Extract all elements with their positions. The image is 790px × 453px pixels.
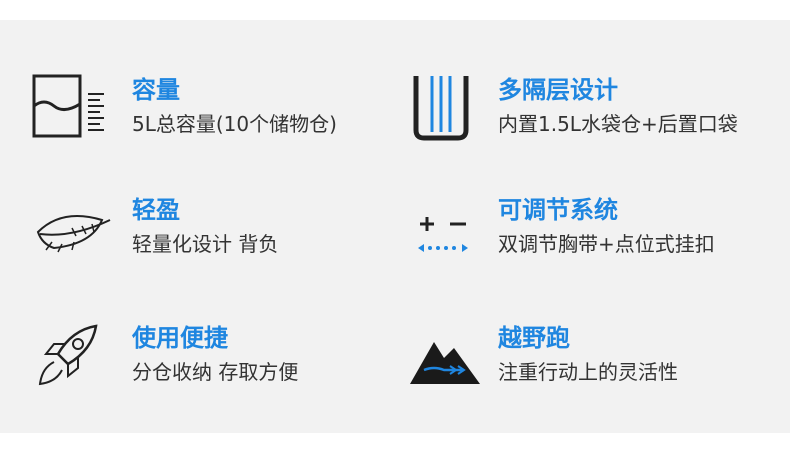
feature-convenience: 使用便捷 分仓收纳 存取方便 bbox=[32, 322, 392, 392]
features-panel: 容量 5L总容量(10个储物仓) 多隔层设计 内置1.5L水袋仓+后置口袋 轻盈 bbox=[0, 20, 790, 433]
capacity-icon bbox=[32, 74, 122, 144]
feature-description: 轻量化设计 背负 bbox=[132, 232, 279, 256]
feature-description: 分仓收纳 存取方便 bbox=[132, 360, 299, 384]
feature-trail-running: 越野跑 注重行动上的灵活性 bbox=[398, 322, 758, 392]
feature-title: 轻盈 bbox=[132, 196, 180, 224]
feather-icon bbox=[32, 194, 122, 264]
feature-description: 5L总容量(10个储物仓) bbox=[132, 112, 337, 136]
feature-description: 双调节胸带+点位式挂扣 bbox=[498, 232, 715, 256]
feature-title: 可调节系统 bbox=[498, 196, 618, 224]
compartments-icon bbox=[398, 74, 488, 144]
feature-title: 容量 bbox=[132, 76, 180, 104]
feature-title: 使用便捷 bbox=[132, 324, 228, 352]
mountain-icon bbox=[398, 322, 488, 392]
feature-title: 多隔层设计 bbox=[498, 76, 618, 104]
feature-title: 越野跑 bbox=[498, 324, 570, 352]
feature-lightweight: 轻盈 轻量化设计 背负 bbox=[32, 194, 392, 264]
rocket-icon bbox=[32, 322, 122, 392]
feature-description: 内置1.5L水袋仓+后置口袋 bbox=[498, 112, 738, 136]
feature-compartments: 多隔层设计 内置1.5L水袋仓+后置口袋 bbox=[398, 74, 758, 144]
feature-description: 注重行动上的灵活性 bbox=[498, 360, 678, 384]
feature-capacity: 容量 5L总容量(10个储物仓) bbox=[32, 74, 392, 144]
adjust-icon bbox=[398, 194, 488, 264]
feature-adjustable: 可调节系统 双调节胸带+点位式挂扣 bbox=[398, 194, 758, 264]
